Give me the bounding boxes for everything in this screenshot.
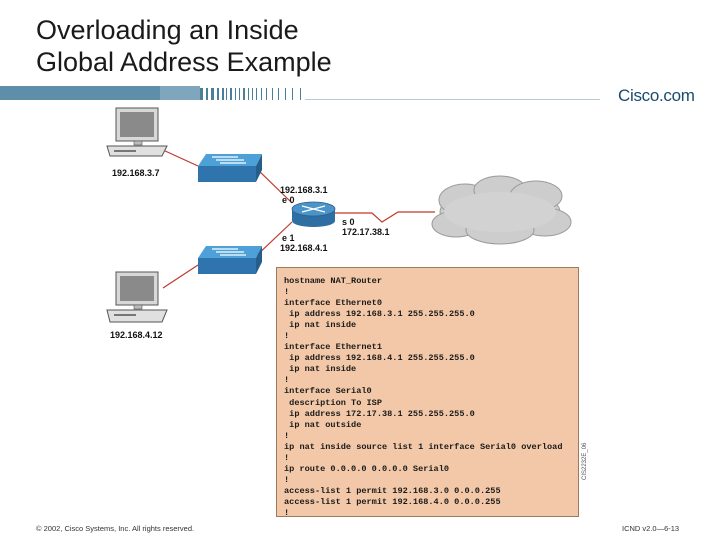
config-line: ip route 0.0.0.0 0.0.0.0 Serial0: [284, 463, 450, 474]
title-line-1: Overloading an Inside: [36, 15, 299, 45]
router-e0-ip-label: 192.168.3.1: [280, 185, 328, 195]
config-line: description To ISP: [284, 397, 382, 408]
config-line: interface Ethernet1: [284, 342, 382, 353]
config-line: interface Serial0: [284, 386, 372, 397]
cisco-brand-logo: Cisco.com: [618, 86, 695, 105]
router-e1-interface-label: e 1: [282, 233, 295, 243]
config-line: !: [284, 331, 290, 342]
config-line: !: [284, 474, 290, 485]
config-line: !: [284, 507, 290, 518]
config-line: ip nat inside source list 1 interface Se…: [284, 441, 563, 452]
slide-number-footer: ICND v2.0—6-13: [622, 524, 680, 533]
config-line: !: [284, 430, 290, 441]
config-line: access-list 1 permit 192.168.3.0 0.0.0.2…: [284, 485, 501, 496]
router-e0-interface-label: e 0: [282, 195, 295, 205]
router-s0-interface-label: s 0: [342, 217, 355, 227]
switch-icon-2: [198, 246, 262, 274]
router-s0-ip-label: 172.17.38.1: [342, 227, 390, 237]
config-line: ip address 192.168.3.1 255.255.255.0: [284, 309, 475, 320]
barcode-stripes: [200, 88, 301, 100]
config-line: access-list 1 permit 192.168.4.0 0.0.0.2…: [284, 496, 501, 507]
config-line: ip nat outside: [284, 419, 362, 430]
config-line: !: [284, 287, 290, 298]
config-line: !: [284, 375, 290, 386]
config-line: ip address 172.17.38.1 255.255.255.0: [284, 408, 475, 419]
router-config-box: hostname NAT_Router ! interface Ethernet…: [276, 267, 579, 518]
router-e1-ip-label: 192.168.4.1: [280, 243, 328, 253]
config-line: !: [284, 452, 290, 463]
switch-icon-1: [198, 154, 262, 182]
header-banner: [0, 86, 600, 100]
title-line-2: Global Address Example: [36, 47, 332, 77]
router-icon: [291, 201, 336, 227]
figure-id: CIS2232E_06: [582, 442, 588, 480]
host1-ip-label: 192.168.3.7: [112, 168, 160, 178]
config-line: ip nat inside: [284, 364, 357, 375]
slide-title: Overloading an Inside Global Address Exa…: [36, 14, 332, 78]
config-line: hostname NAT_Router: [284, 276, 382, 286]
config-line: interface Ethernet0: [284, 298, 382, 309]
link-router-cloud: [333, 211, 435, 223]
config-line: ip address 192.168.4.1 255.255.255.0: [284, 353, 475, 364]
link-host2-switch2: [162, 264, 199, 289]
config-line: ip nat inside: [284, 320, 357, 331]
workstation-icon-1: [106, 107, 168, 157]
copyright-footer: © 2002, Cisco Systems, Inc. All rights r…: [36, 524, 195, 533]
workstation-icon-2: [106, 271, 168, 323]
link-host1-switch1: [162, 149, 199, 167]
host2-ip-label: 192.168.4.12: [110, 330, 163, 340]
